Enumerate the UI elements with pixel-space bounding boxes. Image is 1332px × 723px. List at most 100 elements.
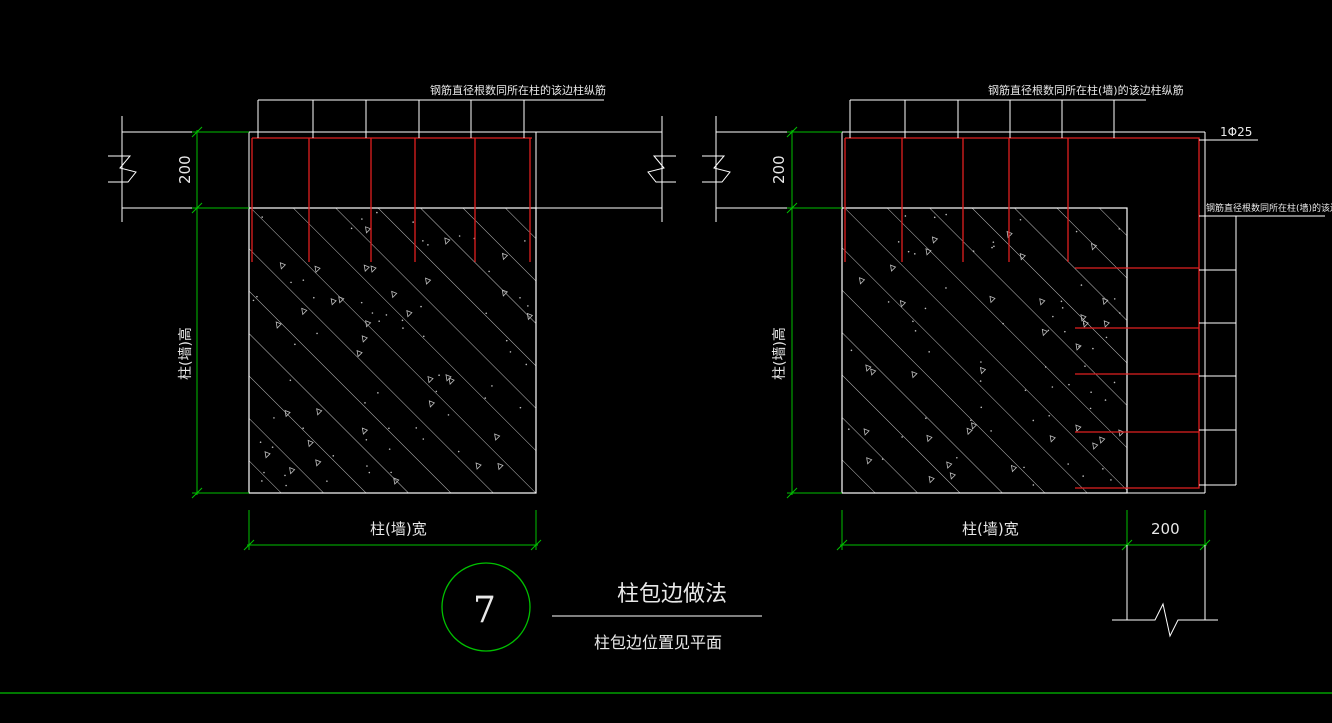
aggregate-dot — [484, 397, 487, 399]
aggregate-mark — [863, 428, 870, 436]
aggregate-dot — [368, 471, 371, 474]
aggregate-dot — [850, 349, 853, 352]
right-column-hatch — [841, 132, 1206, 494]
aggregate-dot — [263, 471, 265, 474]
aggregate-mark — [1075, 343, 1082, 351]
aggregate-mark — [444, 237, 451, 245]
aggregate-dot — [1060, 300, 1063, 303]
aggregate-dot — [376, 211, 378, 214]
aggregate-dot — [1082, 475, 1084, 477]
right-dim-side-200: 200 — [1151, 520, 1180, 538]
aggregate-mark — [501, 252, 509, 261]
aggregate-dot — [252, 299, 255, 302]
right-detail: 钢筋直径根数同所在柱(墙)的该边柱纵筋 1Φ25 钢筋直径根数同所在柱(墙)的该… — [702, 83, 1332, 638]
aggregate-mark — [1118, 429, 1125, 437]
aggregate-mark — [1039, 298, 1046, 306]
aggregate-dot — [259, 441, 262, 444]
aggregate-dot — [1118, 312, 1121, 314]
aggregate-dot — [1061, 307, 1064, 309]
aggregate-dot — [294, 343, 296, 346]
aggregate-dot — [284, 474, 286, 477]
aggregate-dot — [313, 296, 315, 299]
aggregate-dot — [992, 241, 995, 243]
detail-number: 7 — [473, 590, 496, 631]
aggregate-mark — [911, 370, 918, 379]
left-dim-200: 200 — [176, 155, 194, 184]
aggregate-dot — [848, 428, 850, 431]
aggregate-mark — [289, 467, 296, 475]
aggregate-dot — [420, 305, 422, 308]
detail-number-circle — [441, 562, 531, 652]
aggregate-dot — [365, 438, 368, 441]
aggregate-dot — [1023, 466, 1025, 469]
aggregate-mark — [363, 264, 370, 272]
aggregate-dot — [388, 448, 391, 450]
aggregate-mark — [370, 265, 377, 273]
aggregate-dot — [970, 419, 972, 422]
aggregate-dot — [945, 287, 947, 289]
aggregate-mark — [1080, 314, 1087, 322]
left-leader — [257, 99, 604, 138]
aggregate-dot — [912, 320, 914, 323]
aggregate-dot — [360, 301, 363, 304]
title-block: 7 柱包边做法 柱包边位置见平面 — [441, 562, 762, 652]
aggregate-mark — [338, 296, 345, 304]
right-rebars — [844, 137, 1200, 489]
aggregate-dot — [401, 319, 404, 322]
aggregate-dot — [1089, 407, 1092, 410]
aggregate-dot — [1113, 381, 1116, 384]
aggregate-dot — [525, 363, 528, 366]
aggregate-dot — [887, 301, 890, 303]
aggregate-dot — [1078, 345, 1080, 348]
aggregate-dot — [285, 484, 287, 487]
aggregate-mark — [899, 300, 907, 308]
aggregate-dot — [388, 427, 390, 430]
aggregate-dot — [422, 335, 425, 338]
aggregate-dot — [427, 244, 429, 246]
aggregate-dot — [914, 330, 917, 332]
aggregate-dot — [972, 250, 975, 253]
aggregate-dot — [438, 374, 440, 377]
aggregate-mark — [428, 400, 436, 408]
aggregate-mark — [858, 277, 866, 285]
aggregate-dot — [1075, 230, 1078, 233]
aggregate-dot — [1048, 414, 1051, 417]
aggregate-dot — [1002, 322, 1004, 325]
aggregate-mark — [989, 295, 996, 304]
aggregate-dot — [289, 379, 292, 382]
aggregate-mark — [314, 265, 321, 274]
aggregate-mark — [391, 290, 398, 299]
aggregate-dot — [415, 427, 418, 429]
aggregate-mark — [1019, 253, 1026, 261]
aggregate-dot — [457, 450, 460, 453]
aggregate-mark — [393, 477, 400, 485]
aggregate-dot — [485, 312, 488, 315]
aggregate-dot — [993, 245, 995, 248]
aggregate-dot — [991, 246, 993, 249]
aggregate-dot — [491, 385, 493, 387]
left-column-hatch — [248, 132, 537, 494]
aggregate-mark — [1010, 464, 1018, 473]
aggregate-mark — [275, 321, 282, 329]
aggregate-mark — [501, 289, 509, 297]
left-detail: 钢筋直径根数同所在柱的该边柱纵筋 200 柱(墙)高 柱(墙)宽 — [108, 83, 676, 551]
aggregate-dot — [364, 402, 366, 404]
aggregate-dot — [377, 392, 379, 394]
aggregate-mark — [284, 409, 291, 418]
aggregate-dot — [1064, 330, 1066, 333]
aggregate-dot — [980, 361, 982, 363]
aggregate-dot — [385, 314, 388, 316]
aggregate-mark — [1099, 436, 1106, 444]
aggregate-dot — [458, 235, 461, 237]
aggregate-dot — [980, 406, 983, 409]
aggregate-mark — [946, 461, 953, 469]
aggregate-mark — [361, 335, 368, 343]
right-leader-note-side: 钢筋直径根数同所在柱(墙)的该边柱纵筋 — [1206, 202, 1332, 214]
aggregate-dot — [1044, 366, 1047, 368]
aggregate-dot — [979, 380, 982, 382]
aggregate-dot — [925, 417, 927, 420]
aggregate-dot — [271, 446, 274, 448]
aggregate-mark — [497, 462, 504, 471]
aggregate-mark — [448, 377, 455, 385]
aggregate-mark — [330, 298, 337, 306]
